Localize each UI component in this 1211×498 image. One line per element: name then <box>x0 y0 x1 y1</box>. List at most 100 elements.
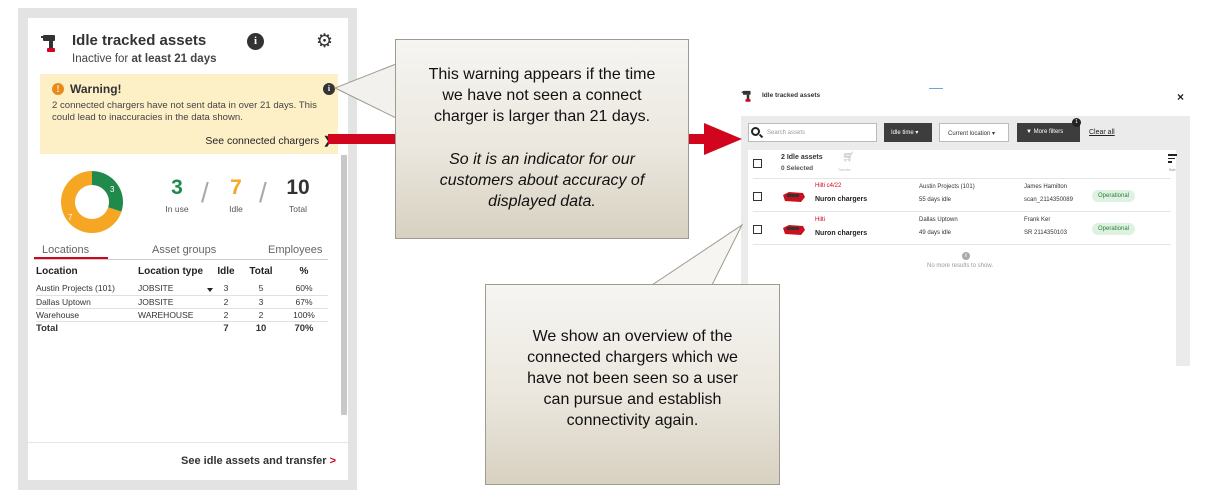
more-filters-button[interactable]: ▼ More filters <box>1017 123 1080 142</box>
callout-a-spacer <box>396 127 688 149</box>
callout-overview-explanation: We show an overview of the connected cha… <box>485 284 780 485</box>
row-divider <box>753 178 1171 179</box>
table-row[interactable]: Austin Projects (101) JOBSITE 3 5 60% <box>36 282 328 296</box>
cell-total-label: Total <box>36 322 58 334</box>
search-input[interactable]: Search assets <box>748 123 877 142</box>
callout-a-italic-line: displayed data. <box>488 193 596 210</box>
see-connected-chargers-link[interactable]: See connected chargers❯ <box>205 135 332 147</box>
status-badge: Operational <box>1092 223 1136 235</box>
tab-locations[interactable]: Locations <box>42 244 90 256</box>
see-idle-assets-link[interactable]: See idle assets and transfer> <box>181 455 336 467</box>
column-header-total[interactable]: Total <box>249 265 273 277</box>
warning-info-icon[interactable]: i <box>323 83 335 95</box>
cell-percent: 100% <box>282 308 328 322</box>
red-arrow-right-segment <box>689 134 705 144</box>
cell-percent: 67% <box>282 295 328 309</box>
sort-label: Sort <box>1169 168 1176 172</box>
row-checkbox[interactable] <box>753 192 762 201</box>
charger-thumbnail <box>783 225 805 235</box>
close-icon[interactable]: × <box>1177 90 1185 104</box>
asset-id: scan_2114350089 <box>1024 197 1073 203</box>
transfer-cart-icon[interactable]: 🛒︎ <box>842 152 855 163</box>
red-arrowhead <box>704 123 742 155</box>
row-checkbox[interactable] <box>753 225 762 234</box>
asset-location: Dallas Uptown <box>919 217 958 223</box>
select-all-checkbox[interactable] <box>753 159 762 168</box>
footer-divider <box>28 442 348 443</box>
cell-total: 2 <box>242 308 282 322</box>
cell-location: Austin Projects (101) <box>36 282 138 296</box>
asset-brand: Hilti <box>815 217 825 223</box>
callout-b-line: connected chargers which we <box>527 349 738 366</box>
idle-time-filter-button[interactable]: Idle time ▾ <box>884 123 932 142</box>
cell-total: 3 <box>242 295 282 309</box>
stat-total-value: 10 <box>286 176 310 199</box>
results-count: 2 Idle assets <box>781 154 823 161</box>
chevron-right-icon: > <box>329 455 336 467</box>
callout-a-line: charger is larger than 21 days. <box>433 108 651 125</box>
stat-in-use-label: In use <box>165 204 189 214</box>
cell-total-type <box>138 321 212 335</box>
more-filters-badge: 1 <box>1072 118 1081 127</box>
tab-employees[interactable]: Employees <box>268 244 323 256</box>
stat-separator: / <box>201 177 209 208</box>
search-placeholder: Search assets <box>767 130 806 136</box>
clear-all-link[interactable]: Clear all <box>1089 129 1115 136</box>
cell-total-total: 10 <box>255 322 267 334</box>
table-total-row: Total 7 10 70% <box>36 321 328 335</box>
cell-location: Dallas Uptown <box>36 295 138 309</box>
transfer-label: Transfer <box>838 168 851 172</box>
callout-b-line: connectivity again. <box>566 412 699 429</box>
table-header-row: Location Location type Idle Total % <box>36 262 328 282</box>
info-icon: i <box>962 252 970 260</box>
sort-icon[interactable] <box>1168 154 1177 165</box>
donut-in-use-segment <box>92 171 123 212</box>
active-tab-indicator <box>34 257 108 259</box>
info-icon[interactable]: i <box>247 33 264 50</box>
column-header-percent[interactable]: % <box>299 265 309 277</box>
cell-idle: 3 <box>212 282 242 296</box>
caret-down-icon: ▾ <box>992 131 996 137</box>
asset-id: SR 2114350103 <box>1024 230 1067 236</box>
stat-in-use-value: 3 <box>171 176 183 199</box>
selected-count: 0 Selected <box>781 165 814 172</box>
cell-location-type: JOBSITE <box>138 282 212 296</box>
widget-subtitle: Inactive for at least 21 days <box>72 53 217 65</box>
tab-asset-groups[interactable]: Asset groups <box>152 244 217 256</box>
column-header-location-type[interactable]: Location type <box>138 265 204 277</box>
callout-a-line: This warning appears if the time <box>428 66 656 83</box>
cell-location-type: JOBSITE <box>138 295 212 309</box>
donut-in-use-label: 3 <box>110 185 115 194</box>
asset-owner: James Hamilton <box>1024 184 1068 190</box>
widget-tabs: Locations Asset groups Employees <box>34 244 328 260</box>
row-divider <box>753 211 1171 212</box>
table-row[interactable]: Warehouse WAREHOUSE 2 2 100% <box>36 308 328 322</box>
callout-b-line: can pursue and establish <box>543 391 722 408</box>
asset-name: Nuron chargers <box>815 230 868 237</box>
gear-icon[interactable]: ⚙ <box>316 31 334 52</box>
stat-separator: / <box>259 177 267 208</box>
no-more-results-text: No more results to show. <box>927 263 994 269</box>
panel-title: Idle tracked assets <box>762 92 821 99</box>
scrollbar[interactable] <box>341 155 347 415</box>
charger-thumbnail <box>783 192 805 202</box>
asset-brand: Hilti c4/22 <box>815 183 842 189</box>
current-location-filter-button[interactable]: Current location ▾ <box>939 123 1009 142</box>
sort-down-icon[interactable] <box>207 288 213 292</box>
donut-idle-segment <box>61 171 122 233</box>
cell-location-type: WAREHOUSE <box>138 308 212 322</box>
cell-idle: 2 <box>212 308 242 322</box>
warning-icon: ! <box>52 83 64 95</box>
tabs-divider <box>34 259 328 260</box>
callout-a-italic-line: So it is an indicator for our <box>449 151 635 168</box>
asset-name: Nuron chargers <box>815 196 868 203</box>
column-header-location[interactable]: Location <box>36 265 78 277</box>
callout-b-line: We show an overview of the <box>532 328 733 345</box>
asset-owner: Frank Ker <box>1024 217 1051 223</box>
stat-total: 10 Total <box>283 176 313 214</box>
asset-idle-days: 49 days idle <box>919 230 952 236</box>
column-header-idle[interactable]: Idle <box>217 265 235 277</box>
callout-a-line: we have not seen a connect <box>442 87 642 104</box>
table-row[interactable]: Dallas Uptown JOBSITE 2 3 67% <box>36 295 328 309</box>
